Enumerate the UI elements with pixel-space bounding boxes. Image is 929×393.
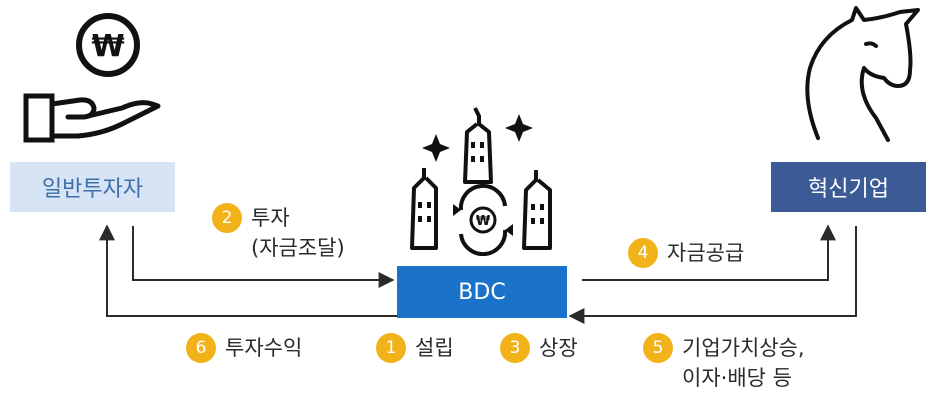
step-1-establish: 1 설립 [376,333,454,363]
step-6-return: 6 투자수익 [186,333,302,363]
company-box: 혁신기업 [771,162,926,212]
unicorn-icon [805,6,920,142]
company-label: 혁신기업 [808,177,889,202]
arrow-value-increase [568,226,857,324]
step-label: 자금공급 [667,241,745,265]
step-badge: 6 [186,333,216,363]
step-3-listing: 3 상장 [500,333,578,363]
step-badge: 3 [500,333,530,363]
step-badge: 2 [212,203,242,233]
arrow-fund-supply [582,224,836,281]
step-label: 설립 [415,336,454,360]
bdc-label: BDC [458,279,506,305]
step-label: 상장 [539,336,578,360]
investor-label: 일반투자자 [41,177,144,202]
arrow-return [99,224,397,317]
step-sublabel: (자금조달) [251,236,345,260]
svg-text:₩: ₩ [91,29,124,64]
investor-box: 일반투자자 [10,162,175,212]
sparkle-icon [422,134,450,162]
step-5-value-increase: 5 기업가치상승, 이자·배당 등 [643,333,805,393]
bdc-box: BDC [397,266,567,318]
step-label: 투자 [251,206,290,230]
step-badge: 4 [628,238,658,268]
step-label: 기업가치상승, [682,336,805,360]
buildings-icon: ₩ [410,107,552,256]
arrow-invest [132,226,395,288]
step-badge: 1 [376,333,406,363]
svg-text:₩: ₩ [476,214,491,229]
step-label: 투자수익 [225,336,303,360]
step-sublabel: 이자·배당 등 [682,366,792,390]
step-4-fund-supply: 4 자금공급 [628,238,744,268]
step-2-invest: 2 투자 (자금조달) [212,203,345,263]
step-badge: 5 [643,333,673,363]
won-coin-icon: ₩ [76,13,140,77]
sparkle-icon [505,114,533,142]
hand-icon [23,93,161,143]
